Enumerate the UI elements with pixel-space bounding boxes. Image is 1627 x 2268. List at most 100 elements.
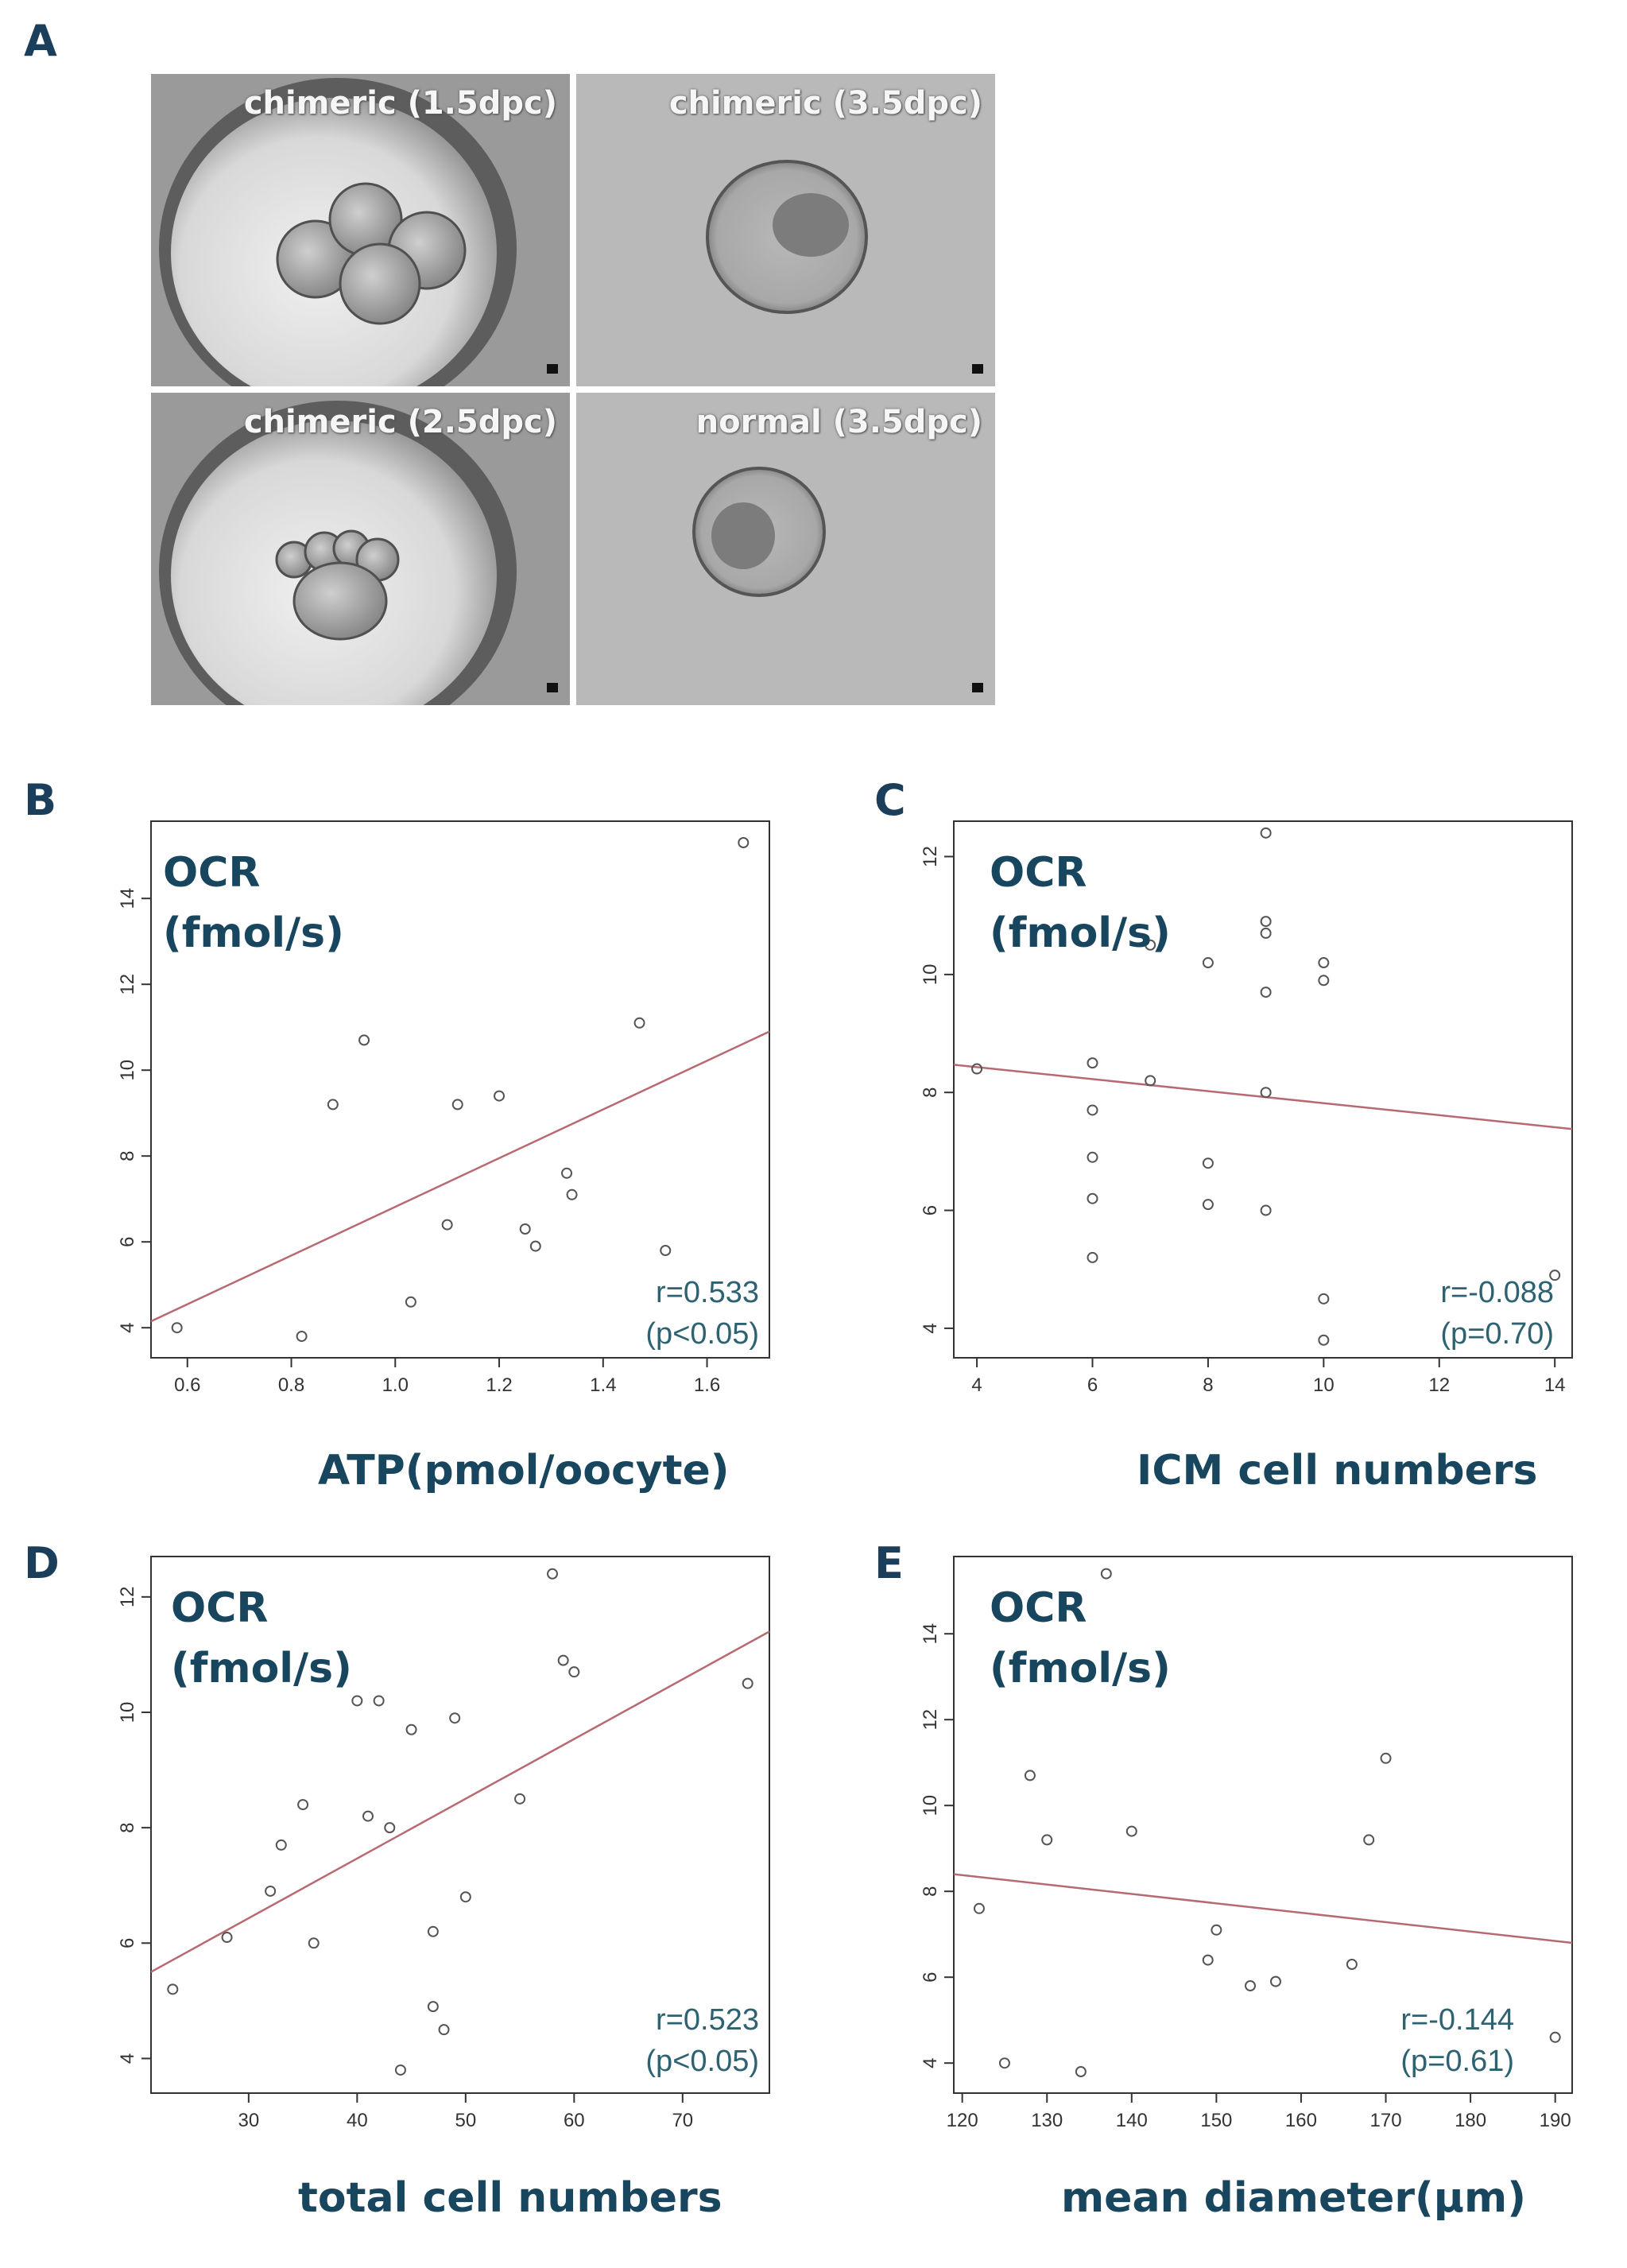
micrograph-2-image	[576, 74, 995, 386]
y-tick-label: 12	[920, 1709, 941, 1731]
data-point	[1318, 975, 1330, 987]
y-tick-label: 6	[117, 1938, 138, 1948]
x-tick-label: 0.6	[174, 1374, 200, 1396]
data-point	[1087, 1104, 1098, 1116]
plot-frame	[953, 1556, 1573, 2094]
data-point	[438, 2024, 450, 2036]
y-axis-label-line-2: (fmol/s)	[990, 1645, 1171, 1692]
y-tick-label: 14	[920, 1623, 941, 1645]
micrograph-1-image	[151, 74, 570, 386]
x-tick-label: 14	[1544, 1374, 1566, 1396]
x-tick-label: 1.6	[694, 1374, 720, 1396]
data-point	[449, 1712, 461, 1724]
micrograph-label: normal (3.5dpc)	[695, 404, 982, 440]
regression-line	[953, 1873, 1573, 1944]
x-tick-label: 0.8	[278, 1374, 304, 1396]
data-point	[1346, 1959, 1358, 1970]
y-tick-label: 6	[920, 1205, 941, 1215]
y-tick-label: 4	[920, 2058, 941, 2068]
data-point	[1202, 1954, 1214, 1966]
data-point	[1269, 1975, 1281, 1987]
data-point	[441, 1219, 453, 1231]
plot-frame	[953, 820, 1573, 1359]
x-tick-label: 12	[1428, 1374, 1450, 1396]
data-point	[362, 1810, 374, 1822]
data-point	[660, 1245, 672, 1256]
data-point	[1087, 1151, 1098, 1163]
panel-letter-d: D	[24, 1538, 60, 1588]
r-value: r=0.523	[656, 2003, 759, 2037]
data-point	[358, 1034, 370, 1046]
x-tick-label: 1.2	[486, 1374, 512, 1396]
data-point	[1211, 1924, 1222, 1936]
data-point	[1202, 957, 1214, 969]
data-point	[297, 1799, 309, 1811]
y-tick-label: 8	[117, 1822, 138, 1832]
y-tick-label: 8	[117, 1151, 138, 1161]
y-tick-label: 4	[117, 2053, 138, 2064]
data-point	[405, 1723, 417, 1735]
data-point	[296, 1331, 308, 1342]
micrograph-normal-3-5dpc: normal (3.5dpc)	[576, 393, 995, 705]
data-point	[171, 1322, 183, 1334]
data-point	[1075, 2066, 1087, 2077]
data-point	[1260, 916, 1272, 928]
y-axis-label-line-2: (fmol/s)	[990, 909, 1171, 957]
data-point	[514, 1793, 526, 1805]
panel-letter-a: A	[24, 16, 57, 66]
x-tick-label: 190	[1540, 2110, 1571, 2131]
plot-frame	[150, 1556, 770, 2094]
x-tick-label: 60	[564, 2110, 585, 2131]
data-point	[568, 1666, 580, 1678]
y-tick-label: 12	[117, 1586, 138, 1607]
y-tick-label: 10	[920, 1795, 941, 1816]
y-tick-label: 14	[117, 888, 138, 909]
data-point	[1318, 1334, 1330, 1346]
x-tick-label: 160	[1285, 2110, 1317, 2131]
x-tick-label: 6	[1087, 1374, 1098, 1396]
data-point	[373, 1695, 385, 1707]
data-point	[557, 1654, 569, 1666]
p-value: (p=0.70)	[1440, 1317, 1554, 1351]
plot-frame	[150, 820, 770, 1359]
p-value: (p<0.05)	[645, 1317, 759, 1351]
data-point	[308, 1937, 320, 1949]
x-tick-label: 50	[455, 2110, 476, 2131]
micrograph-label: chimeric (3.5dpc)	[668, 85, 982, 122]
panel-letter-c: C	[874, 775, 906, 825]
data-point	[1245, 1980, 1257, 1991]
y-tick-label: 8	[920, 1087, 941, 1098]
y-axis-label-line-1: OCR	[990, 849, 1087, 897]
data-point	[427, 2001, 439, 2013]
data-point	[265, 1885, 277, 1897]
y-tick-label: 10	[117, 1702, 138, 1723]
x-tick-label: 130	[1031, 2110, 1063, 2131]
micrograph-chimeric-3-5dpc: chimeric (3.5dpc)	[576, 74, 995, 386]
y-tick-label: 8	[920, 1886, 941, 1897]
data-point	[738, 837, 750, 848]
micrograph-label: chimeric (2.5dpc)	[243, 404, 557, 440]
y-axis-label: OCR (fmol/s)	[171, 1578, 352, 1699]
data-point	[1318, 957, 1330, 969]
x-tick-label: 170	[1370, 2110, 1402, 2131]
y-tick-label: 6	[117, 1237, 138, 1247]
data-point	[742, 1677, 753, 1689]
panel-letter-e: E	[874, 1538, 904, 1588]
x-tick-label: 140	[1116, 2110, 1148, 2131]
x-axis-label: mean diameter(µm)	[1061, 2174, 1526, 2222]
data-point	[547, 1568, 559, 1580]
data-point	[459, 1891, 471, 1903]
data-point	[1260, 827, 1272, 839]
y-axis-label: OCR (fmol/s)	[990, 843, 1171, 963]
correlation-stats: r=0.533 (p<0.05)	[588, 1272, 759, 1355]
correlation-stats: r=0.523 (p<0.05)	[588, 1999, 759, 2082]
data-point	[1202, 1199, 1214, 1211]
data-point	[633, 1017, 645, 1029]
x-tick-label: 40	[347, 2110, 368, 2131]
data-point	[1260, 987, 1272, 998]
data-point	[221, 1932, 233, 1944]
data-point	[973, 1902, 985, 1914]
